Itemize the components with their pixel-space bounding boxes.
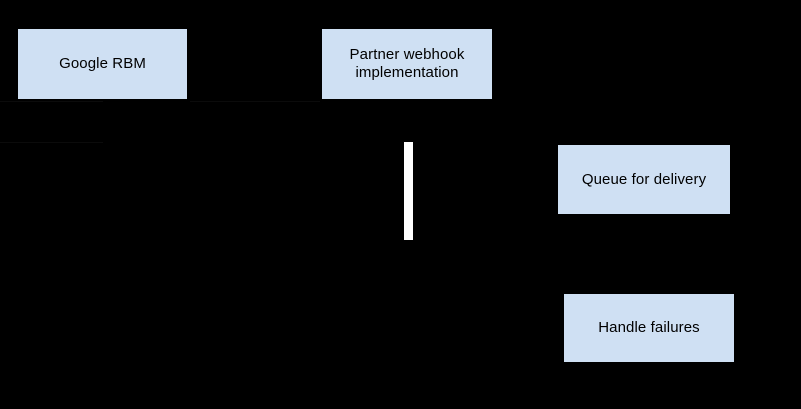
faint-divider-mid: [0, 142, 103, 143]
node-partner-webhook-implementation[interactable]: Partner webhook implementation: [322, 29, 492, 99]
node-partner-webhook-implementation-label: Partner webhook implementation: [349, 46, 465, 81]
node-google-rbm[interactable]: Google RBM: [18, 29, 187, 99]
node-queue-for-delivery-label: Queue for delivery: [581, 170, 707, 188]
faint-divider-right: [190, 101, 320, 102]
node-google-rbm-label: Google RBM: [59, 55, 146, 72]
node-handle-failures-label: Handle failures: [598, 319, 700, 336]
node-handle-failures[interactable]: Handle failures: [564, 294, 734, 362]
vertical-connector-line: [404, 142, 413, 240]
faint-divider-top: [0, 101, 103, 102]
node-queue-for-delivery[interactable]: Queue for delivery: [558, 145, 730, 214]
